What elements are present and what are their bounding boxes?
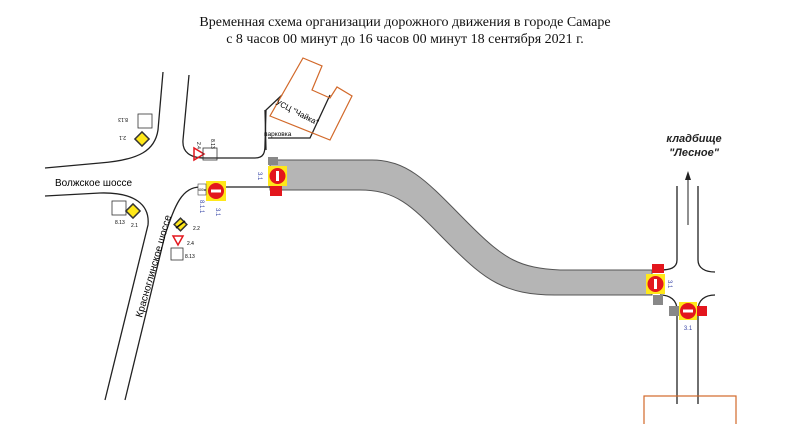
svg-text:3.1: 3.1 — [256, 172, 262, 181]
svg-text:8.13: 8.13 — [115, 220, 125, 226]
title-line-2: с 8 часов 00 минут до 16 часов 00 минут … — [226, 32, 584, 47]
svg-text:2.1: 2.1 — [131, 223, 138, 229]
svg-text:3.1: 3.1 — [666, 280, 672, 289]
svg-text:400м: 400м — [198, 188, 207, 192]
no-entry-sign-icon: 400м 3.1 8.1.1 — [197, 181, 226, 217]
label-cemetery-2: "Лесное" — [669, 147, 720, 159]
yield-sign-icon: 2.4 8.13 — [193, 139, 218, 162]
label-cemetery-1: кладбище — [666, 133, 721, 145]
bottom-building — [643, 395, 737, 424]
label-usc: УСЦ "Чайка" — [274, 98, 320, 127]
no-entry-sign-icon: 3.1 — [669, 302, 707, 332]
label-krasnoglinskoe: Красноглинское шоссе — [134, 214, 174, 319]
title-line-1: Временная схема организации дорожного дв… — [199, 15, 611, 30]
svg-text:2.4: 2.4 — [187, 241, 194, 247]
direction-arrow-icon — [685, 171, 691, 225]
svg-text:2.2: 2.2 — [193, 226, 200, 232]
svg-text:8.13: 8.13 — [118, 116, 128, 122]
no-entry-sign-icon: 3.1 — [256, 157, 287, 196]
building-usc-chaika — [269, 57, 353, 141]
diagram-title: Временная схема организации дорожного дв… — [0, 14, 800, 48]
svg-text:8.1.1: 8.1.1 — [198, 200, 204, 214]
label-parking: парковка — [264, 131, 292, 138]
svg-text:2.1: 2.1 — [119, 134, 126, 140]
svg-text:3.1: 3.1 — [684, 326, 693, 332]
svg-text:8.13: 8.13 — [209, 139, 215, 149]
end-main-road-sign-icon: 2.2 — [173, 217, 200, 232]
main-road-sign-icon: 8.13 2.1 — [111, 200, 142, 229]
svg-text:2.4: 2.4 — [195, 142, 201, 149]
road-edges — [44, 71, 716, 404]
no-entry-sign-icon: 3.1 — [646, 264, 672, 305]
main-road-sign-icon: 8.13 2.1 — [118, 113, 153, 148]
svg-text:3.1: 3.1 — [214, 208, 220, 217]
svg-text:8.13: 8.13 — [185, 254, 195, 260]
label-volzhskoe: Волжское шоссе — [55, 178, 133, 189]
yield-sign-icon: 2.4 8.13 — [170, 235, 195, 261]
closed-road-section — [269, 159, 653, 296]
